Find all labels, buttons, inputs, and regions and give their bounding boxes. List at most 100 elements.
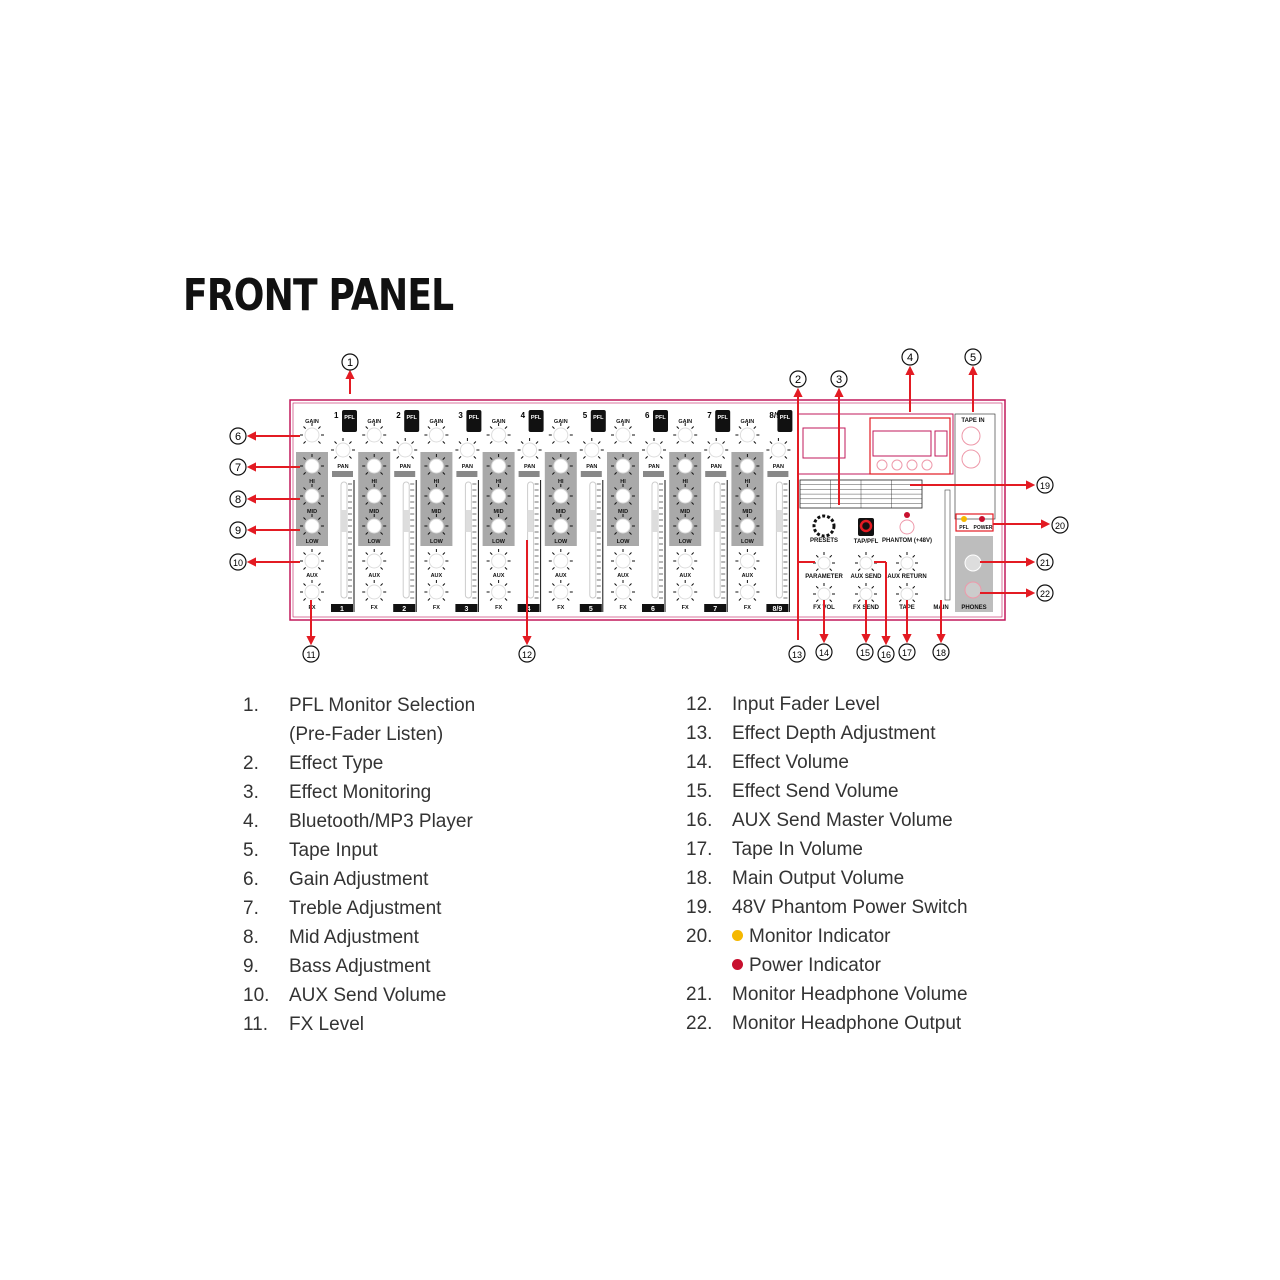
treble-knob[interactable] [424, 454, 449, 475]
tape-in-jack-l[interactable] [961, 426, 981, 446]
fader-cap[interactable] [589, 510, 596, 532]
aux-send-knob[interactable] [362, 549, 387, 570]
legend-label: Mid Adjustment [289, 927, 419, 948]
pfl-button[interactable] [653, 410, 668, 432]
fx-level-knob[interactable] [673, 580, 698, 601]
effect-type-knob[interactable] [812, 514, 836, 538]
mp3-buttons[interactable] [876, 459, 933, 471]
fader-cap[interactable] [652, 510, 658, 532]
bass-knob[interactable] [735, 514, 760, 535]
gain-knob[interactable] [673, 423, 698, 444]
pan-knob[interactable] [393, 438, 418, 459]
callout-marker: 14 [815, 643, 833, 661]
channel-label-plate [331, 604, 353, 612]
tape-in-jack-r[interactable] [961, 449, 981, 469]
fx-level-knob[interactable] [486, 580, 511, 601]
fader-slot[interactable] [589, 481, 597, 599]
bass-knob[interactable] [486, 514, 511, 535]
pfl-button[interactable] [715, 410, 731, 432]
bass-knob[interactable] [424, 514, 449, 535]
fader-cap[interactable] [403, 510, 410, 532]
mid-knob[interactable] [362, 484, 387, 505]
aux-send-knob[interactable] [673, 549, 698, 570]
mid-knob[interactable] [300, 484, 324, 505]
aux-send-knob[interactable] [548, 549, 573, 570]
gain-knob[interactable] [424, 423, 449, 444]
fx-level-knob[interactable] [300, 580, 324, 601]
aux-send-knob[interactable] [735, 549, 760, 570]
mid-knob[interactable] [611, 484, 635, 505]
fx-level-knob[interactable] [362, 580, 387, 601]
mid-knob[interactable] [735, 484, 760, 505]
parameter-knob[interactable] [813, 552, 835, 572]
fader-cap[interactable] [714, 510, 721, 532]
bass-knob[interactable] [362, 514, 387, 535]
gain-knob[interactable] [735, 423, 760, 444]
pfl-button[interactable] [404, 410, 420, 432]
fader-slot[interactable] [340, 481, 348, 599]
gain-knob[interactable] [548, 423, 573, 444]
pan-knob[interactable] [579, 438, 604, 459]
fader-slot[interactable] [651, 481, 659, 599]
fader-cap[interactable] [341, 510, 347, 532]
gain-knob[interactable] [362, 423, 387, 444]
fader-slot[interactable] [402, 481, 410, 599]
mid-knob[interactable] [424, 484, 449, 505]
pan-knob[interactable] [455, 438, 480, 459]
gain-knob[interactable] [486, 423, 511, 444]
pfl-button[interactable] [777, 410, 793, 432]
legend-text: Effect Type [289, 749, 383, 778]
hi-label: HI [745, 479, 751, 485]
gain-knob[interactable] [611, 423, 635, 444]
fx-level-knob[interactable] [424, 580, 449, 601]
pfl-button[interactable] [466, 410, 482, 432]
pan-knob[interactable] [642, 438, 666, 459]
treble-knob[interactable] [611, 454, 635, 475]
treble-knob[interactable] [300, 454, 324, 475]
treble-knob[interactable] [735, 454, 760, 475]
fader-cap[interactable] [527, 510, 534, 532]
aux-return-knob[interactable] [896, 552, 918, 572]
aux-send-knob[interactable] [486, 549, 511, 570]
bass-knob[interactable] [673, 514, 698, 535]
bass-knob[interactable] [611, 514, 635, 535]
mid-knob[interactable] [548, 484, 573, 505]
phantom-switch[interactable] [899, 519, 915, 535]
treble-knob[interactable] [486, 454, 511, 475]
fx-volume-knob[interactable] [813, 583, 835, 603]
fader-slot[interactable] [527, 481, 535, 599]
treble-knob[interactable] [548, 454, 573, 475]
callout-marker: 10 [229, 553, 247, 571]
fx-level-knob[interactable] [611, 580, 635, 601]
pan-knob[interactable] [517, 438, 542, 459]
treble-knob[interactable] [362, 454, 387, 475]
fader-cap[interactable] [465, 510, 472, 532]
phones-jack[interactable] [964, 581, 982, 599]
pan-knob[interactable] [766, 438, 791, 459]
aux-send-master-knob[interactable] [855, 552, 877, 572]
fader-cap[interactable] [776, 510, 783, 532]
pfl-button[interactable] [528, 410, 544, 432]
pfl-button[interactable] [342, 410, 357, 432]
mid-knob[interactable] [673, 484, 698, 505]
aux-send-knob[interactable] [300, 549, 324, 570]
aux-send-knob[interactable] [611, 549, 635, 570]
pan-knob[interactable] [704, 438, 729, 459]
mid-knob[interactable] [486, 484, 511, 505]
gain-knob[interactable] [300, 423, 324, 444]
pan-knob[interactable] [331, 438, 355, 459]
fader-slot[interactable] [713, 481, 721, 599]
fader-slot[interactable] [775, 481, 783, 599]
aux-send-knob[interactable] [424, 549, 449, 570]
legend-label: Monitor Headphone Output [732, 1013, 962, 1034]
bass-knob[interactable] [300, 514, 324, 535]
bass-knob[interactable] [548, 514, 573, 535]
treble-knob[interactable] [673, 454, 698, 475]
main-fader-slot[interactable] [944, 489, 951, 601]
fx-level-knob[interactable] [735, 580, 760, 601]
legend-number: 14. [686, 752, 713, 773]
headphone-volume-knob[interactable] [964, 554, 982, 572]
fader-slot[interactable] [464, 481, 472, 599]
pfl-button[interactable] [590, 410, 606, 432]
fx-level-knob[interactable] [548, 580, 573, 601]
